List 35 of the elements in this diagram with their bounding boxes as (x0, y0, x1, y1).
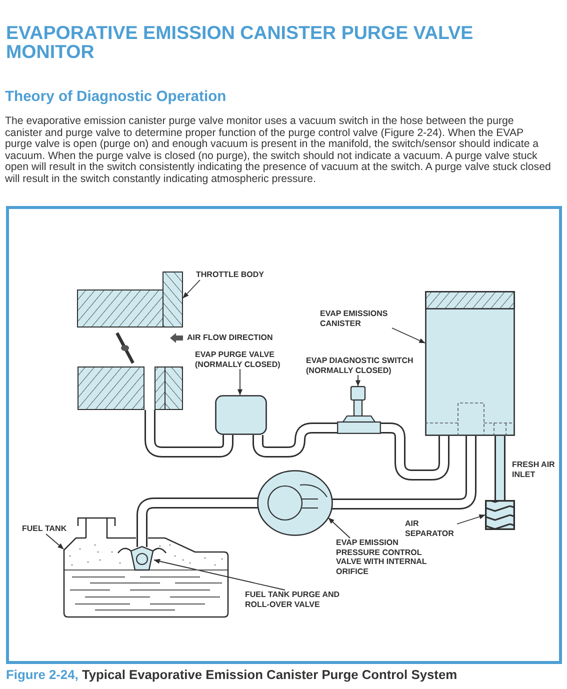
hose (381, 422, 450, 480)
page-title: EVAPORATIVE EMISSION CANISTER PURGE VALVE MONITOR (6, 23, 474, 61)
part-label: THROTTLE BODY (196, 270, 264, 280)
figure-caption: Figure 2-24, Typical Evaporative Emission Canister Purge Control System (6, 668, 458, 682)
inlet-label: FRESH AIR INLET (512, 460, 556, 479)
part-label: AIR SEPARATOR (405, 519, 457, 538)
canister-drawing (425, 291, 515, 436)
leader-line (154, 558, 286, 590)
section-heading: Theory of Diagnostic Operation (5, 89, 226, 106)
part-label: EVAP DIAGNOSTIC SWITCH (NORMALLY CLOSED) (306, 356, 428, 375)
rollover-valve-drawing (130, 546, 154, 571)
leader-line (456, 514, 486, 524)
part-label: EVAP EMISSION PRESSURE CONTROL VALVE WITH INTERNAL ORIFICE (336, 538, 429, 576)
hose (144, 410, 234, 458)
hose (252, 422, 337, 458)
leader-line (392, 328, 426, 344)
air-separator-drawing (485, 500, 515, 530)
leader-line (237, 368, 243, 396)
leader-line (182, 280, 200, 298)
part-label: FUEL TANK (22, 524, 67, 534)
flow-direction-label: AIR FLOW DIRECTION (187, 333, 273, 342)
leader-line (46, 534, 64, 550)
body-paragraph: The evaporative emission canister purge valve monitor uses a vacuum switch in the hose between the purge canister and purge valve to determine proper function of the purge control valve (Figure 2-24). When the EVAP purge valve is open (purge on) and enough vacuum is present in the manifold, the switch/sensor should indicate a vacuum. When the purge valve is closed (no purge), the switch should not indicate a vacuum. A purge valve stuck open will result in the switch consistently indicating the presence of vacuum at the switch. A purge valve stuck closed will result in the switch constantly indicating atmospheric pressure. (5, 116, 551, 186)
hose (494, 436, 506, 500)
leader-line (355, 374, 361, 386)
hose (332, 436, 476, 510)
hose (136, 498, 258, 547)
purge-valve-drawing (215, 395, 267, 435)
part-label: EVAP PURGE VALVE (NORMALLY CLOSED) (195, 350, 295, 369)
throttle-body-drawing (77, 271, 183, 410)
part-label: FUEL TANK PURGE AND ROLL-OVER VALVE (245, 590, 341, 609)
leader-line (328, 518, 350, 538)
part-label: EVAP EMISSIONS CANISTER (320, 309, 400, 328)
pressure-valve-drawing (257, 470, 333, 536)
switch-drawing (337, 386, 381, 434)
